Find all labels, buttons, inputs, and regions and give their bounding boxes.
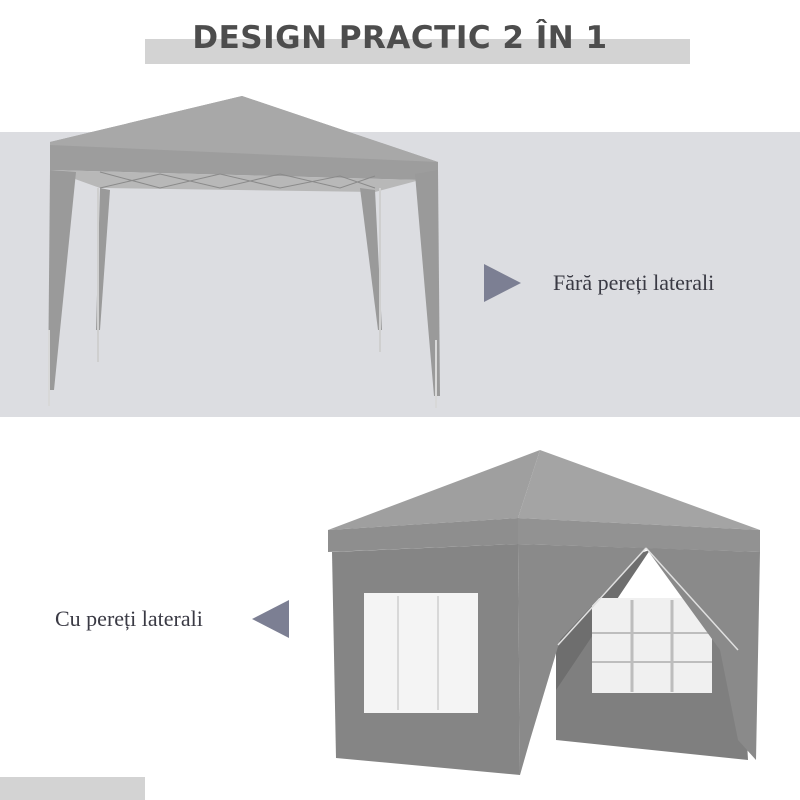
gazebo-without-walls-image bbox=[48, 96, 440, 408]
triangle-left-icon bbox=[252, 600, 289, 638]
bottom-accent-bar bbox=[0, 777, 145, 800]
option-label-with-walls: Cu pereți laterali bbox=[55, 606, 203, 631]
page-title: DESIGN PRACTIC 2 ÎN 1 bbox=[192, 20, 608, 56]
option-label-without-walls: Fără pereți laterali bbox=[553, 270, 715, 295]
triangle-right-icon bbox=[484, 264, 521, 302]
gazebo-with-walls-image bbox=[328, 450, 760, 775]
title-underline-bar bbox=[145, 39, 690, 64]
